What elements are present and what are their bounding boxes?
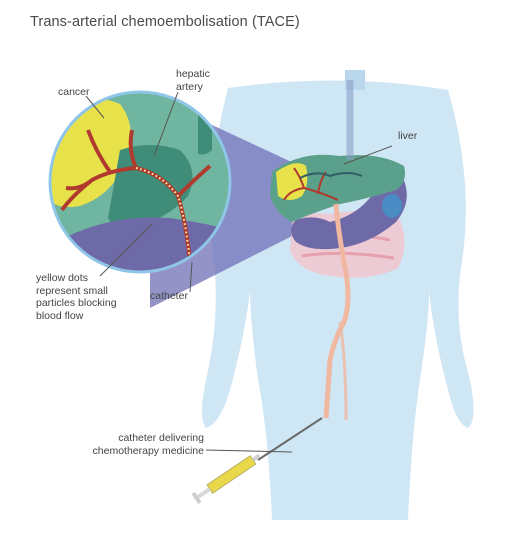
label-cancer: cancer [58,86,90,98]
catheter-path [323,203,351,419]
label-catheter-delivering: catheter delivering chemotherapy medicin… [92,432,204,457]
page-title: Trans-arterial chemoembolisation (TACE) [30,14,300,30]
body-silhouette [202,70,474,521]
zoom-circle [48,90,232,274]
label-hepatic-artery: hepatic artery [176,68,210,93]
syringe [191,417,323,505]
particle-dots [135,167,191,263]
label-catheter: catheter [150,290,188,302]
leader-lines [85,91,393,453]
label-yellow-dots: yellow dots represent small particles bl… [36,272,117,322]
label-liver: liver [398,130,418,142]
cancer-tumour-small [276,163,308,200]
